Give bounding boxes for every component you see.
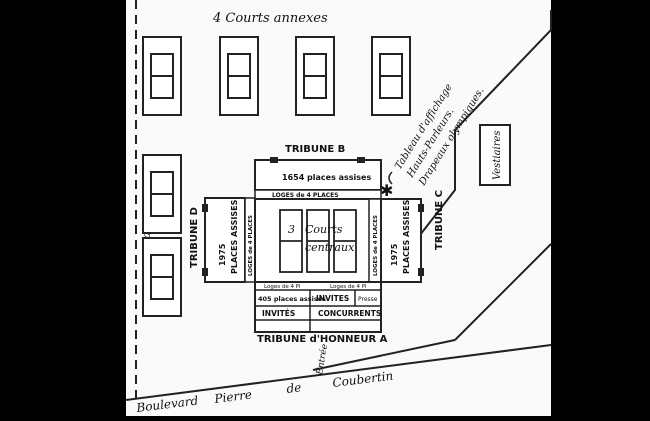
tribune-c-seats-text: PLACES ASSISES bbox=[402, 199, 411, 274]
central-court-2 bbox=[306, 209, 330, 273]
tribune-a-invites-2: INVITÉS bbox=[262, 309, 295, 318]
annex-court-top-4 bbox=[371, 36, 411, 116]
right-boundary-line bbox=[419, 10, 552, 236]
tribune-d-stair-2 bbox=[202, 268, 208, 276]
tribune-a-loges-right: Loges de 4 Pl bbox=[330, 284, 367, 290]
annex-court-left-1 bbox=[142, 154, 182, 234]
tribune-a-loges-left: Loges de 4 Pl bbox=[264, 284, 301, 290]
tribune-b-seats: 1654 places assises bbox=[282, 173, 371, 182]
tribune-a-invites-1: INVITES bbox=[316, 294, 349, 303]
star-icon: ✱ bbox=[380, 181, 393, 200]
road-edge-lower bbox=[125, 344, 552, 401]
tribune-d-seats-text: PLACES ASSISES bbox=[230, 199, 239, 274]
central-court-3 bbox=[333, 209, 357, 273]
tribune-b-stair-1 bbox=[270, 157, 278, 163]
tribune-c-label: TRIBUNE C bbox=[434, 190, 445, 250]
tribune-d-loges-label: LOGES de 4 PLACES bbox=[248, 215, 254, 276]
annotation-brace bbox=[388, 171, 393, 185]
tribune-d-seats-num: 1975 bbox=[218, 243, 227, 266]
central-courts-line2: centraux bbox=[305, 241, 355, 254]
tribune-b-loges-label: LOGES de 4 PLACES bbox=[272, 192, 339, 199]
road-edge-upper bbox=[312, 339, 456, 371]
tribune-b-stair-2 bbox=[357, 157, 365, 163]
tribune-c-loges-label: LOGES de 4 PLACES bbox=[373, 215, 379, 276]
annex-court-left-2 bbox=[142, 237, 182, 317]
annex-court-top-3 bbox=[295, 36, 335, 116]
tribune-d-stand bbox=[204, 197, 246, 283]
annex-court-top-1 bbox=[142, 36, 182, 116]
entree-label: Entrée bbox=[314, 343, 330, 376]
tribune-a-presse: Presse bbox=[358, 296, 378, 303]
boulevard-word-3: de bbox=[286, 380, 302, 396]
tribune-d-stair-1 bbox=[202, 204, 208, 212]
tribune-b-label: TRIBUNE B bbox=[285, 144, 345, 155]
courts-annexes-top-label: 4 Courts annexes bbox=[212, 11, 328, 26]
annex-court-top-2 bbox=[219, 36, 259, 116]
tribune-c-stair-1 bbox=[418, 204, 424, 212]
boulevard-word-2: Pierre bbox=[213, 388, 253, 407]
central-court-1 bbox=[279, 209, 303, 273]
central-courts-number: 3 bbox=[288, 223, 295, 236]
vestiaires-building bbox=[479, 124, 511, 186]
tribune-a-seats: 405 places assises bbox=[258, 295, 326, 303]
central-courts-line1: Courts bbox=[305, 223, 343, 236]
tribune-c-seats-num: 1975 bbox=[390, 243, 399, 266]
tribune-c-stair-2 bbox=[418, 268, 424, 276]
tribune-c-stand bbox=[380, 198, 422, 283]
tribune-d-label: TRIBUNE D bbox=[189, 207, 200, 268]
tribune-a-label: TRIBUNE d'HONNEUR A bbox=[257, 334, 388, 345]
road-edge-diagonal bbox=[454, 243, 552, 341]
tribune-a-concurrents: CONCURRENTS bbox=[318, 309, 381, 318]
vestiaires-label: Vestiaires bbox=[492, 130, 503, 180]
